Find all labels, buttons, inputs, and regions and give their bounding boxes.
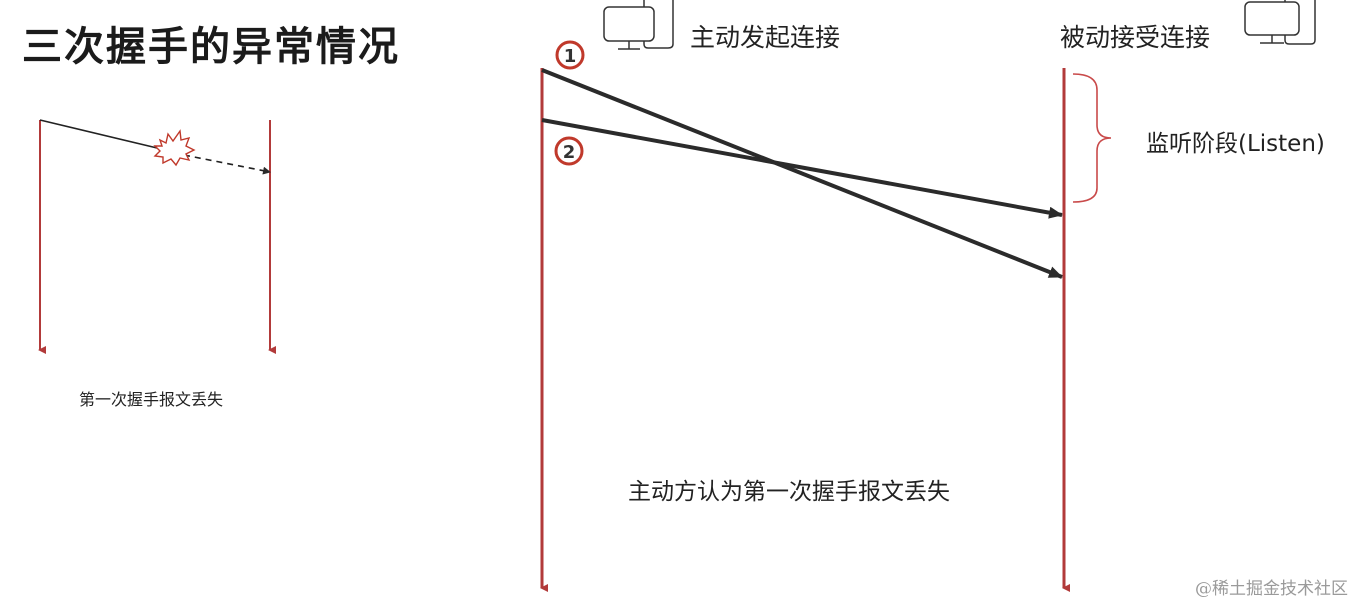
listen-brace bbox=[1072, 73, 1112, 203]
syn-packet-line bbox=[39, 119, 179, 154]
page-title: 三次握手的异常情况 bbox=[22, 24, 400, 70]
left-diagram-caption: 第一次握手报文丢失 bbox=[79, 390, 224, 409]
main-diagram: 1 2 bbox=[540, 0, 1316, 592]
sender-label: 主动发起连接 bbox=[690, 23, 841, 52]
sender-computer-icon bbox=[603, 0, 674, 50]
syn-arrow-1 bbox=[541, 68, 1063, 279]
receiver-computer-icon bbox=[1244, 0, 1316, 45]
explosion-icon bbox=[153, 129, 196, 167]
watermark: @稀土掘金技术社区 bbox=[1195, 579, 1348, 599]
marker-2-label: 2 bbox=[563, 142, 576, 163]
left-diagram bbox=[38, 119, 276, 354]
syn-arrow-2 bbox=[541, 118, 1063, 219]
listen-phase-label: 监听阶段(Listen) bbox=[1146, 131, 1325, 157]
receiver-label: 被动接受连接 bbox=[1060, 23, 1211, 52]
marker-1-label: 1 bbox=[564, 46, 577, 67]
marker-2: 2 bbox=[554, 136, 584, 166]
marker-1: 1 bbox=[555, 40, 585, 70]
lost-packet-dashed-line bbox=[183, 154, 271, 175]
main-diagram-caption: 主动方认为第一次握手报文丢失 bbox=[628, 479, 950, 505]
